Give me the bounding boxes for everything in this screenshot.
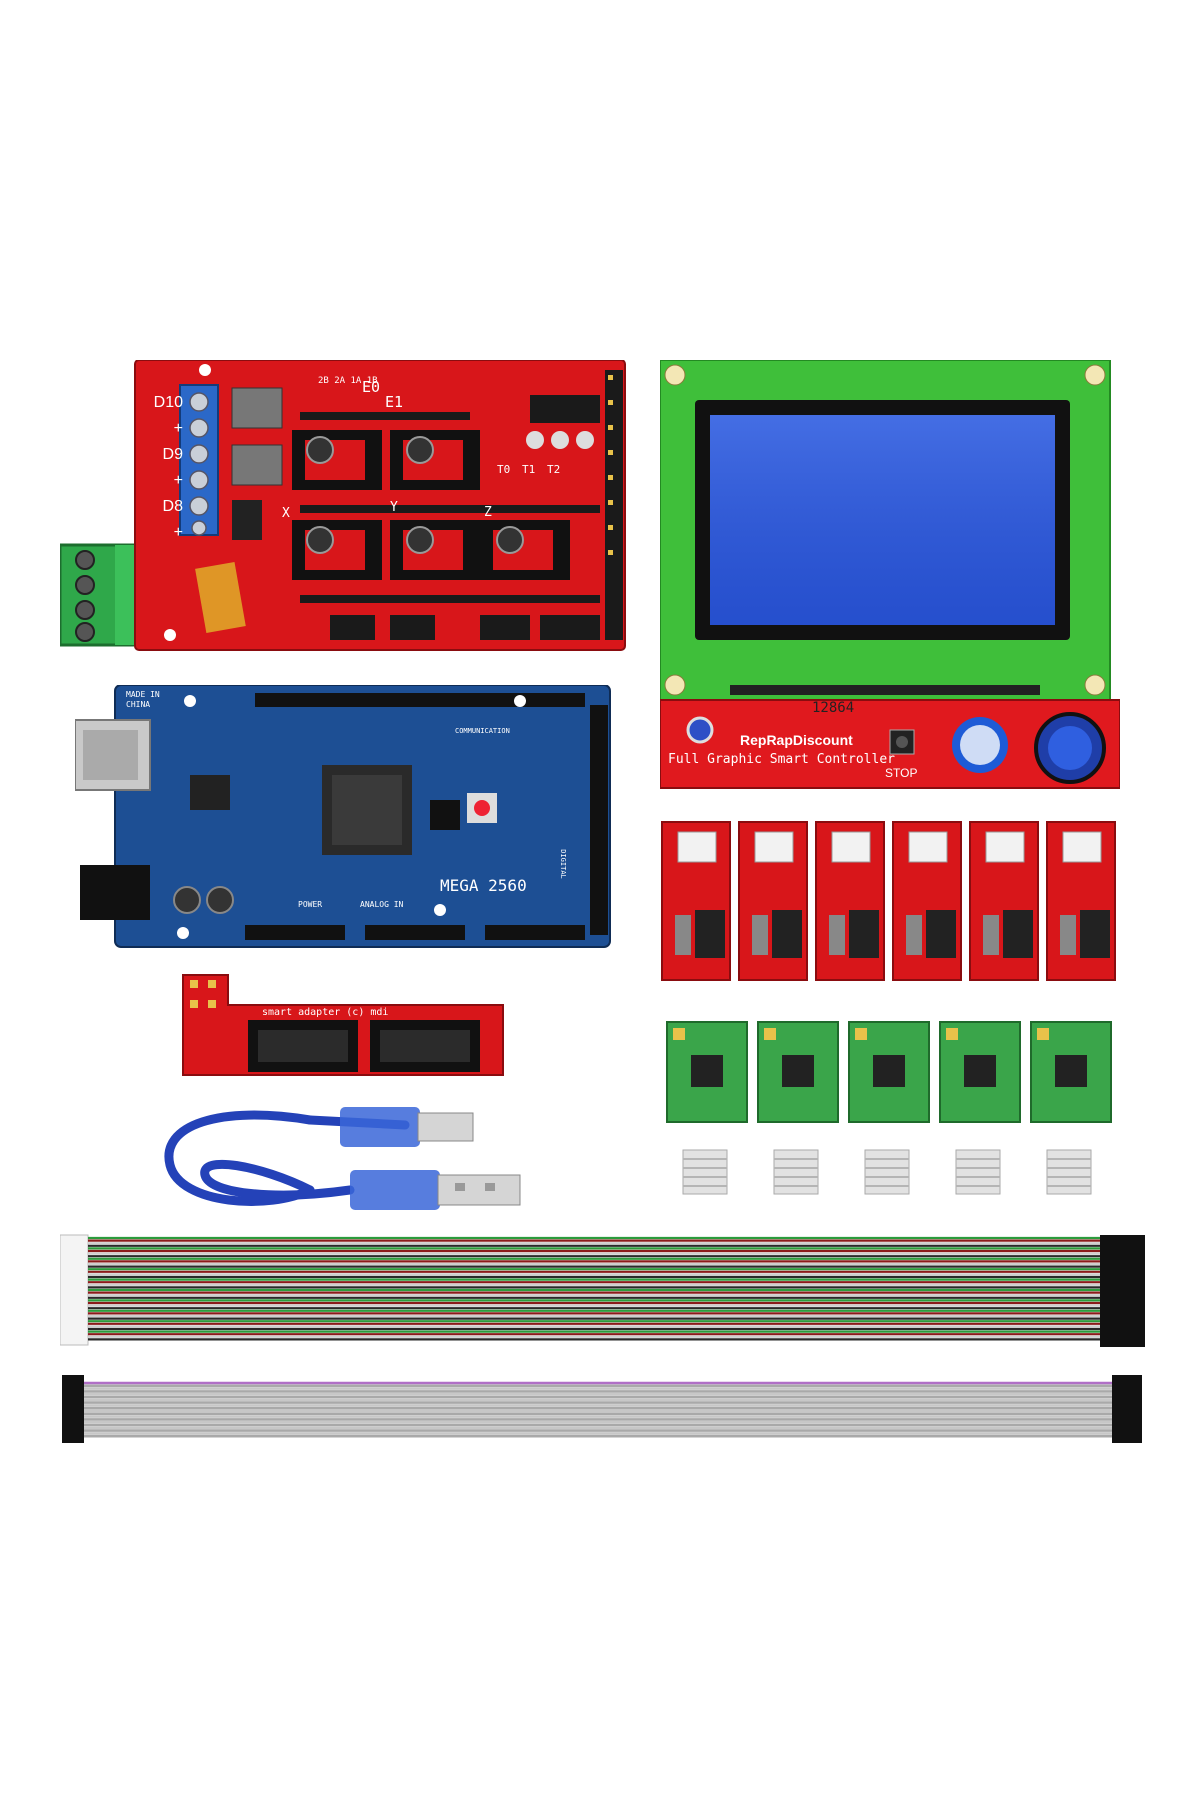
ramps-slot-x: X xyxy=(282,506,290,521)
endstop-template xyxy=(661,821,1116,981)
heatsink xyxy=(773,1149,819,1195)
ramps-slot-e0: E0 xyxy=(362,378,381,396)
heatsink xyxy=(955,1149,1001,1195)
endstop-module xyxy=(969,821,1039,981)
pin-label-plus-1: + xyxy=(173,420,183,437)
mega-digital-label: DIGITAL xyxy=(558,849,567,879)
pin-label-d8: D8 xyxy=(162,498,183,515)
stepper-driver xyxy=(666,1021,748,1123)
ramps-slot-z: Z xyxy=(484,505,492,520)
mega-comm-label: COMMUNICATION xyxy=(455,727,510,735)
stepper-driver xyxy=(757,1021,839,1123)
ramps-board xyxy=(58,359,630,660)
lcd-title-label: Full Graphic Smart Controller xyxy=(668,752,895,767)
endstop-module xyxy=(738,821,808,981)
lcd-stop-button[interactable]: STOP xyxy=(885,766,917,780)
lcd-brand-label: RepRapDiscount xyxy=(740,732,853,748)
mega-analog-label: ANALOG IN xyxy=(360,900,404,909)
mega-model-label: MEGA 2560 xyxy=(440,876,527,895)
lcd-controller xyxy=(659,359,1121,790)
dupont-ribbon xyxy=(59,1230,1145,1355)
endstop-module xyxy=(815,821,885,981)
ramps-pin-labels: D10 + D9 + D8 + xyxy=(143,390,183,546)
endstop-module xyxy=(892,821,962,981)
mega2560-board xyxy=(74,684,615,950)
endstop-module xyxy=(1046,821,1116,981)
stepper-driver xyxy=(939,1021,1021,1123)
ramps-slot-t2: T2 xyxy=(547,463,561,476)
driver-row xyxy=(665,1020,1125,1200)
idc-flat-cable xyxy=(62,1375,1142,1445)
ramps-jumper-label: 2B 2A 1A 1B xyxy=(318,376,378,386)
endstop-module xyxy=(661,821,731,981)
pin-label-d9: D9 xyxy=(162,446,183,463)
ramps-slot-t0: T0 xyxy=(497,463,511,476)
ramps-slot-y: Y xyxy=(390,500,398,515)
ramps-slot-e1: E1 xyxy=(385,393,404,411)
heatsink xyxy=(864,1149,910,1195)
stop-label: STOP xyxy=(885,766,918,780)
mega-power-label: POWER xyxy=(298,900,323,909)
adapter-label: smart adapter (c) mdi xyxy=(262,1007,389,1018)
mega-origin-label: MADE IN CHINA xyxy=(126,690,160,709)
stepper-driver xyxy=(1030,1021,1112,1123)
smart-adapter xyxy=(178,970,508,1080)
pin-label-plus-3: + xyxy=(173,524,183,541)
ramps-slot-t1: T1 xyxy=(522,463,536,476)
heatsink xyxy=(682,1149,728,1195)
usb-cable xyxy=(160,1095,530,1225)
endstop-row xyxy=(660,820,1130,985)
lcd-model-label: 12864 xyxy=(812,700,855,716)
heatsink xyxy=(1046,1149,1092,1195)
stepper-driver xyxy=(848,1021,930,1123)
pin-label-plus-2: + xyxy=(173,472,183,489)
pin-label-d10: D10 xyxy=(153,394,183,411)
